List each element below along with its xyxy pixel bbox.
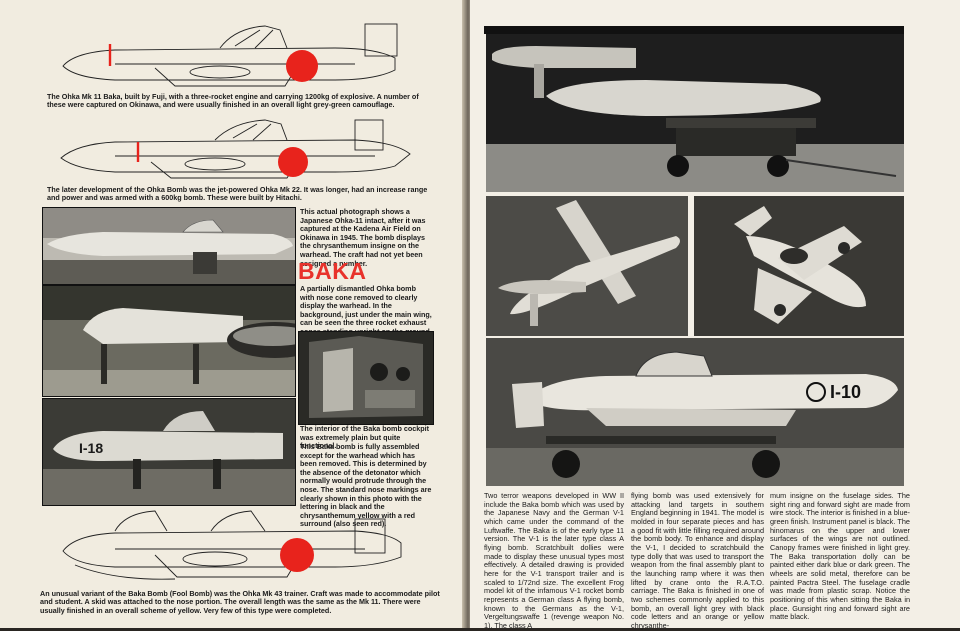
photo-ohka-dismantled — [42, 285, 296, 397]
text-photo2: A partially dismantled Ohka bomb with no… — [300, 284, 432, 336]
top-rule — [484, 26, 904, 34]
article-column-2: flying bomb was used extensively for att… — [631, 491, 764, 630]
photo-ohka-intact — [42, 207, 296, 285]
photo-v1-trailer — [486, 34, 904, 192]
marking-i10: I-10 — [830, 382, 861, 402]
photo-v1-model — [486, 196, 688, 336]
text-photo3: This Baka bomb is fully assembled except… — [300, 442, 432, 529]
caption-mk22: The later development of the Ohka Bomb w… — [47, 185, 428, 203]
hinomaru-model-1 — [838, 242, 850, 254]
photo-cockpit — [298, 331, 434, 425]
page-title: BAKA — [298, 258, 367, 284]
caption-mk11: The Ohka Mk 11 Baka, built by Fuji, with… — [47, 92, 419, 110]
photo-baka-topview — [694, 196, 904, 336]
caption-mk43: An unusual variant of the Baka Bomb (Foo… — [40, 589, 440, 615]
left-page: The Ohka Mk 11 Baka, built by Fuji, with… — [0, 0, 466, 628]
article-column-1: Two terror weapons developed in WW II in… — [484, 491, 624, 630]
text-photo1: This actual photograph shows a Japanese … — [300, 207, 426, 268]
photo-baka-side: I-10 — [486, 338, 904, 486]
marking-i18: I-18 — [79, 440, 103, 456]
hinomaru-mk11 — [286, 50, 318, 82]
caption-cockpit: The interior of the Baka bomb cockpit wa… — [300, 424, 429, 451]
hinomaru-model-2 — [774, 304, 786, 316]
hinomaru-mk43 — [280, 538, 314, 572]
hinomaru-mk22 — [278, 147, 308, 177]
ohka-mk11-drawing — [62, 23, 398, 87]
photo-ohka-assembled: I-18 — [42, 398, 296, 506]
ohka-mk43-drawing — [62, 510, 402, 580]
article-column-3: mum insigne on the fuselage sides. The s… — [770, 491, 910, 622]
ohka-mk22-drawing — [60, 119, 411, 179]
